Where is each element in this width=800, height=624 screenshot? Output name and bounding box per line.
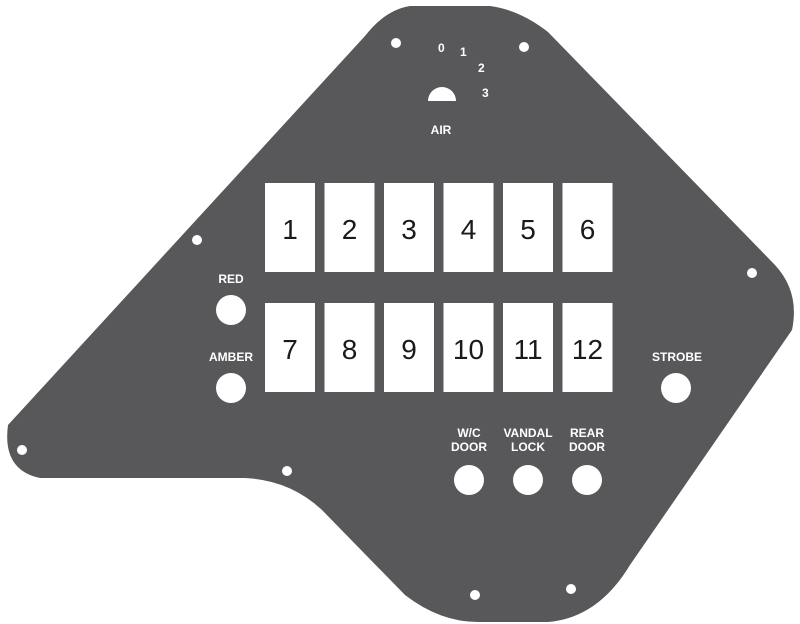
switch-cutout[interactable] — [384, 183, 434, 272]
wc-door-label-line1: W/C — [457, 426, 481, 440]
switch-5[interactable]: 5 — [503, 183, 553, 272]
switch-2[interactable]: 2 — [324, 183, 375, 272]
red-light-switch[interactable] — [216, 295, 246, 325]
switch-cutout[interactable] — [324, 183, 375, 272]
air-dial-position-1: 1 — [460, 45, 467, 59]
air-dial-position-0: 0 — [438, 41, 445, 55]
switch-3[interactable]: 3 — [384, 183, 434, 272]
strobe-light-switch[interactable] — [661, 373, 691, 403]
switch-cutout[interactable] — [384, 303, 434, 392]
screw-hole — [470, 590, 480, 600]
switch-number: 5 — [520, 214, 536, 245]
strobe-light-label: STROBE — [652, 350, 702, 364]
switch-cutout[interactable] — [503, 303, 553, 392]
air-dial-label: AIR — [431, 123, 452, 137]
wc-door-label-line2: DOOR — [451, 440, 487, 454]
switch-4[interactable]: 4 — [443, 183, 494, 272]
screw-hole — [566, 584, 576, 594]
air-dial[interactable]: 0 1 2 3 AIR — [428, 41, 489, 137]
air-dial-position-3: 3 — [482, 86, 489, 100]
vandal-lock-label-line1: VANDAL — [503, 426, 552, 440]
wc-door-switch[interactable] — [454, 465, 484, 495]
screw-hole — [755, 395, 765, 405]
switch-number: 7 — [282, 334, 298, 365]
screw-hole — [519, 42, 529, 52]
rear-door-switch[interactable] — [572, 465, 602, 495]
switch-cutout[interactable] — [265, 303, 315, 392]
switch-8[interactable]: 8 — [324, 303, 375, 392]
switch-number: 8 — [342, 334, 358, 365]
switch-cutout[interactable] — [443, 303, 494, 392]
screw-hole — [192, 235, 202, 245]
switch-cutout[interactable] — [503, 183, 553, 272]
switch-6[interactable]: 6 — [562, 183, 613, 272]
switch-number: 4 — [461, 214, 477, 245]
amber-light-switch[interactable] — [216, 373, 246, 403]
switch-cutout[interactable] — [265, 183, 315, 272]
switch-number: 2 — [342, 214, 358, 245]
switch-cutout[interactable] — [443, 183, 494, 272]
switch-1[interactable]: 1 — [265, 183, 315, 272]
air-dial-knob-cutout[interactable] — [428, 87, 456, 101]
switch-10[interactable]: 10 — [443, 303, 494, 392]
red-light-label: RED — [218, 272, 244, 286]
rear-door-label-line1: REAR — [570, 426, 604, 440]
switch-12[interactable]: 12 — [562, 303, 613, 392]
switch-number: 9 — [401, 334, 417, 365]
switch-11[interactable]: 11 — [503, 303, 553, 392]
screw-hole — [17, 445, 27, 455]
switch-cutout[interactable] — [562, 183, 613, 272]
switch-9[interactable]: 9 — [384, 303, 434, 392]
switch-number: 11 — [513, 334, 542, 365]
switch-number: 1 — [282, 214, 298, 245]
vandal-lock-switch[interactable] — [513, 465, 543, 495]
switch-number: 10 — [453, 334, 484, 365]
air-dial-position-2: 2 — [478, 61, 485, 75]
screw-hole — [747, 268, 757, 278]
switch-number: 3 — [401, 214, 417, 245]
vandal-lock-label-line2: LOCK — [511, 440, 545, 454]
switch-number: 12 — [572, 334, 603, 365]
screw-hole — [391, 38, 401, 48]
screw-hole — [282, 466, 292, 476]
switch-7[interactable]: 7 — [265, 303, 315, 392]
switch-cutout[interactable] — [324, 303, 375, 392]
switch-number: 6 — [580, 214, 596, 245]
amber-light-label: AMBER — [209, 350, 253, 364]
rear-door-label-line2: DOOR — [569, 440, 605, 454]
switch-cutout[interactable] — [562, 303, 613, 392]
